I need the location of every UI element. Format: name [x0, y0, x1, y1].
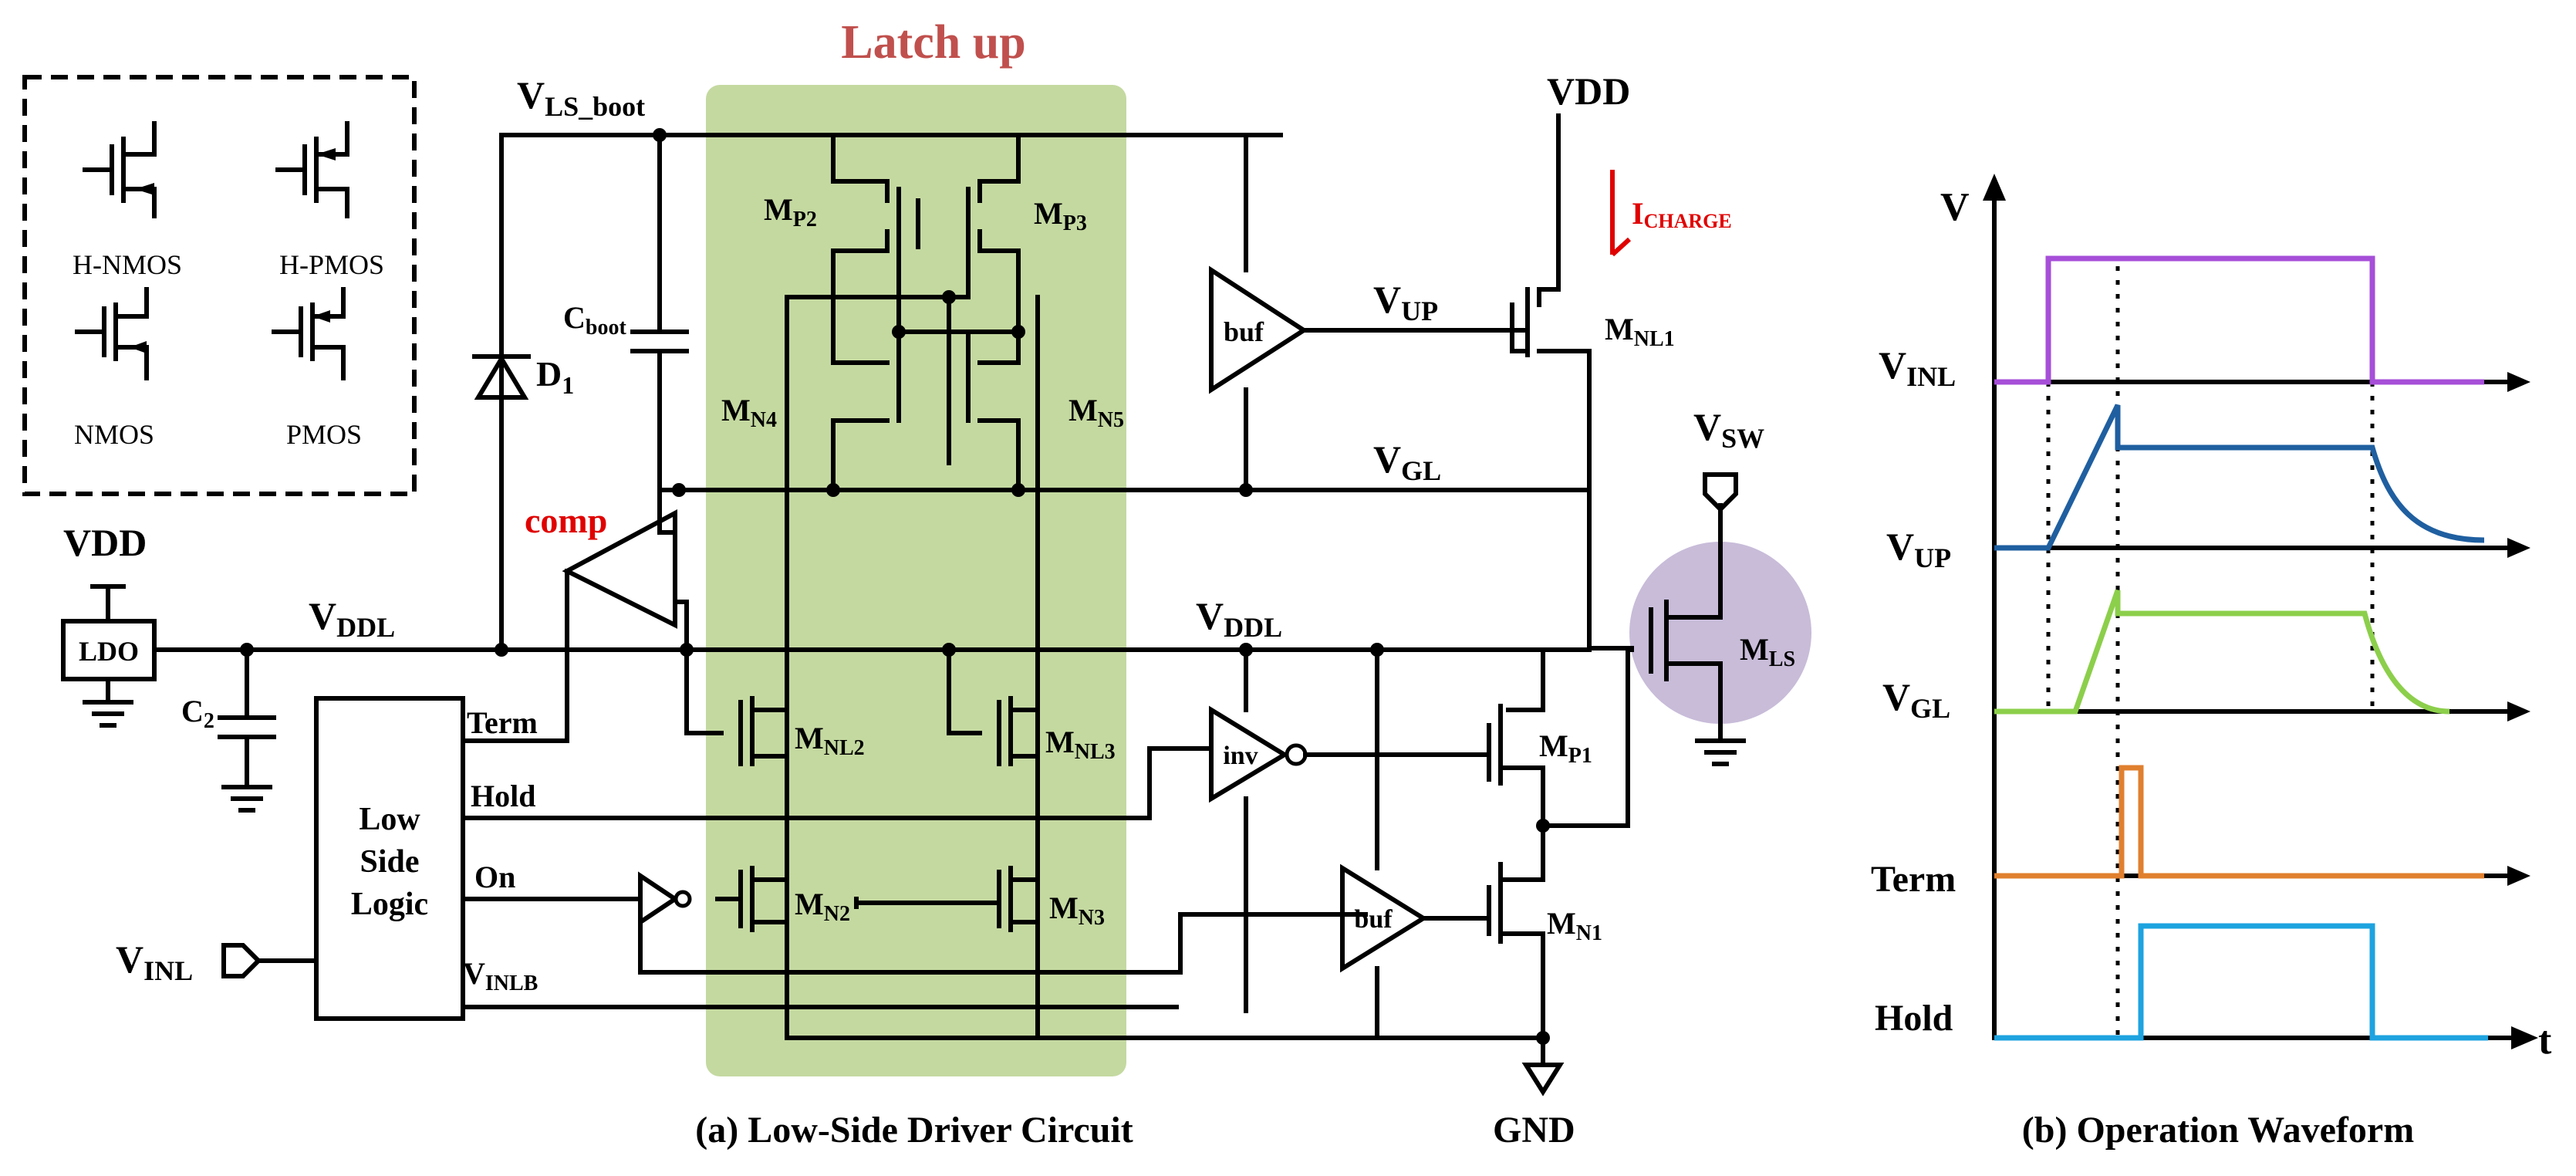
legend-nmos-label: NMOS — [74, 419, 154, 450]
wave-label-term: Term — [1871, 859, 1956, 900]
vsw-label: VSW — [1693, 405, 1764, 454]
hold-label: Hold — [471, 779, 535, 813]
ldo-box — [61, 619, 157, 681]
wave-label-vup: VUP — [1886, 525, 1951, 573]
inv-gate-icon — [1209, 647, 1491, 1013]
inv-label: inv — [1223, 742, 1258, 770]
logic-line-3: Logic — [351, 887, 428, 922]
vddl1-label: VDDL — [309, 594, 395, 643]
ldo-gnd-icon — [83, 584, 133, 728]
vinl-pin-icon — [221, 943, 262, 978]
vddl2-label: VDDL — [1196, 594, 1282, 643]
on-label: On — [474, 860, 515, 894]
legend-pmos-icon — [272, 287, 346, 380]
vinl-label: VINL — [116, 938, 193, 986]
d1-diode-icon — [472, 354, 531, 400]
latch-wiring — [657, 133, 1592, 1040]
wave-label-hold: Hold — [1875, 998, 1953, 1039]
wave-label-vgl: VGL — [1882, 675, 1950, 724]
waveform-panel: V t VINL VUP VGL Term Hold — [1871, 174, 2552, 1063]
legend-hpmos-label: H-PMOS — [279, 249, 384, 280]
vsw-pin-icon — [1703, 472, 1738, 513]
cboot-label: Cboot — [563, 300, 626, 340]
vls-boot-label: VLS_boot — [517, 73, 645, 122]
legend-pmos-label: PMOS — [286, 419, 362, 450]
d1-label: D1 — [536, 354, 574, 399]
vls-boot-rail — [499, 133, 1283, 651]
inverter-small-icon — [638, 871, 692, 927]
wave-label-vinl: VINL — [1879, 343, 1956, 392]
mnl1-wiring — [1510, 113, 1592, 492]
comp-label: comp — [525, 501, 607, 540]
legend-hpmos-icon — [275, 121, 349, 218]
mnl2-label: MNL2 — [795, 721, 865, 760]
mls-gnd-icon — [1695, 738, 1746, 766]
icharge-arrow-icon — [1610, 170, 1632, 257]
mnl1-label: MNL1 — [1605, 312, 1675, 351]
buf-lower-icon — [1340, 647, 1491, 1040]
vdd-top-label: VDD — [1547, 69, 1630, 113]
mp1-mn1-wiring — [1487, 647, 1634, 1067]
c2-label: C2 — [181, 694, 214, 733]
buf-upper-icon — [1209, 133, 1526, 492]
mn1-label: MN1 — [1547, 906, 1602, 945]
gnd-arrow-icon — [1521, 1063, 1565, 1097]
icharge-label: ICHARGE — [1632, 196, 1732, 232]
legend-hnmos-icon — [83, 121, 157, 218]
vinlb-label: VINLB — [463, 956, 538, 995]
legend-hnmos-label: H-NMOS — [73, 249, 182, 280]
mp2-label: MP2 — [764, 192, 817, 231]
mp1-label: MP1 — [1539, 728, 1592, 768]
mn5-label: MN5 — [1069, 393, 1124, 432]
mnl3-label: MNL3 — [1045, 725, 1116, 764]
term-label: Term — [467, 705, 538, 740]
gnd-label: GND — [1493, 1110, 1575, 1151]
logic-line-2: Side — [360, 844, 419, 880]
mls-label: MLS — [1740, 632, 1795, 671]
comp-icon — [461, 488, 689, 743]
mls-highlight — [1629, 542, 1811, 724]
ldo-label: LDO — [79, 636, 139, 667]
buf-upper-label: buf — [1224, 316, 1264, 347]
legend-box — [22, 75, 417, 496]
mn2-label: MN2 — [795, 887, 850, 926]
low-side-logic-box — [314, 696, 465, 1021]
mp3-label: MP3 — [1034, 196, 1087, 235]
mn4-label: MN4 — [721, 393, 777, 432]
legend-nmos-icon — [75, 287, 149, 380]
lower-wiring — [461, 647, 1545, 1040]
vdd-left-label: VDD — [63, 521, 147, 564]
caption-a: (a) Low-Side Driver Circuit — [695, 1110, 1133, 1151]
latch-up-title: Latch up — [841, 16, 1025, 69]
vup-label: VUP — [1373, 278, 1438, 326]
vddl-rail — [106, 584, 1592, 789]
waveform-y-label: V — [1940, 185, 1970, 229]
buf-lower-label: buf — [1354, 905, 1393, 934]
vgl-label: VGL — [1373, 438, 1441, 486]
c2-gnd-icon — [221, 785, 272, 813]
logic-line-1: Low — [359, 802, 420, 837]
mn3-label: MN3 — [1049, 890, 1105, 930]
caption-b: (b) Operation Waveform — [2022, 1110, 2414, 1151]
waveform-x-label: t — [2538, 1019, 2552, 1063]
